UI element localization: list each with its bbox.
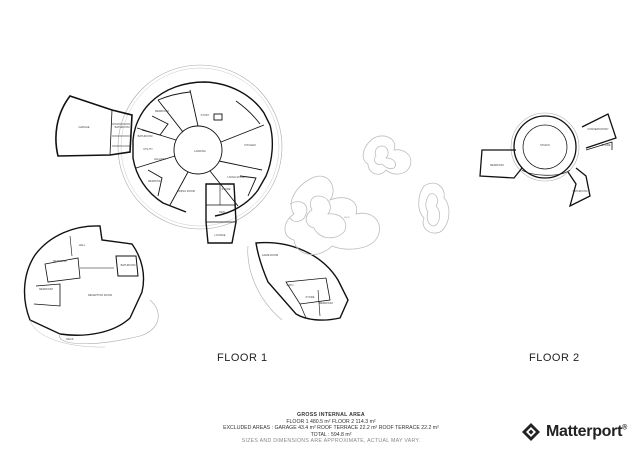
room-labels: GARAGE BEDROOM BATHROOM STUDY UTILITY LANDING… [39, 109, 610, 341]
room-label-f1_main-2: BATHROOM [115, 125, 130, 129]
room-label-f1_main-6: KITCHEN [244, 143, 256, 147]
matterport-cube-icon [522, 423, 540, 441]
room-label-f1_main-5: LANDING [194, 149, 206, 153]
room-label-f1_main-4: UTILITY [143, 147, 153, 151]
room-label-f1_main-0: GARAGE [78, 125, 89, 129]
room-label-f1_lower_right-2: STORE [306, 295, 315, 299]
room-label-f1_main-12: STORE [222, 187, 231, 191]
room-label-f1_lower_left-3: RECEPTION ROOM [88, 293, 112, 297]
floor1-label: FLOOR 1 [217, 352, 268, 364]
summary-floors: FLOOR 1 480.5 m² FLOOR 2 114.3 m² [286, 418, 376, 425]
summary-total: TOTAL : 594.8 m² [310, 431, 352, 438]
summary-excluded: EXCLUDED AREAS : GARAGE 43.4 m² ROOF TER… [223, 425, 439, 432]
room-label-f2-4: BATHROOM [573, 189, 588, 193]
floor1-garage-wing [55, 95, 133, 157]
floor1-west-building [23, 225, 159, 348]
room-label-f1_lower_left-5: DECK [66, 337, 73, 341]
summary-title: GROSS INTERNAL AREA [297, 412, 365, 418]
room-label-f1_lower_left-1: BEDROOM [39, 287, 52, 291]
room-label-f1_lower_right-3: BEDROOM [319, 301, 332, 305]
room-label-f1_lower_right-0: GAME ROOM [262, 253, 278, 257]
room-label-f1_main-1: BEDROOM [155, 109, 168, 113]
svg-text:DECK: DECK [344, 217, 350, 219]
floor1-east-building [247, 241, 349, 321]
room-label-f2-0: STUDIO [540, 143, 550, 147]
floor2-building [479, 112, 617, 208]
room-label-f2-2: STORE [602, 143, 611, 147]
room-label-f1_main-13: DEN [219, 210, 225, 214]
room-label-f1_main-8: DINING ROOM [177, 189, 195, 193]
room-label-f1_main-14: LOUNGE [215, 233, 226, 237]
room-label-f1_main-9: BEDROOM [148, 179, 161, 183]
floor1-main-building [117, 64, 283, 230]
brand-name: Matterport® [546, 423, 627, 440]
floor1-garden-outlines: DECK [284, 135, 450, 255]
room-label-f1_lower_left-0: BEDROOM [53, 259, 66, 263]
room-label-f2-3: BEDROOM [490, 163, 503, 167]
area-summary: GROSS INTERNAL AREA FLOOR 1 480.5 m² FLO… [196, 412, 466, 445]
summary-note: SIZES AND DIMENSIONS ARE APPROXIMATE, AC… [241, 438, 421, 445]
room-label-f1_main-7: LIVING ROOM [227, 175, 244, 179]
floor2-label: FLOOR 2 [529, 352, 580, 364]
room-label-f1_main-3: STUDY [201, 113, 210, 117]
room-label-f2-1: CONSERVATORY [587, 127, 609, 131]
room-label-f1_main-11: HALLWAY [154, 157, 166, 161]
room-label-f1_lower_left-4: HALL [79, 243, 86, 247]
room-label-f1_lower_left-2: BATHROOM [121, 263, 136, 267]
room-label-f1_main-10: BATHROOM [138, 134, 153, 138]
room-label-f1_lower_right-1: BATH [287, 283, 294, 287]
floor1-south-wing [205, 183, 237, 244]
matterport-logo: Matterport® [521, 422, 627, 442]
